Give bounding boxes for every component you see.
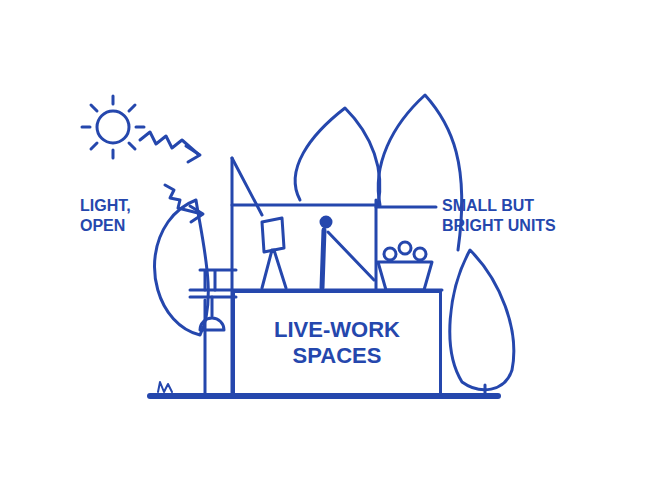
easel [262, 218, 286, 288]
roof-line [232, 204, 376, 207]
leader-line [376, 206, 436, 209]
left-tree [155, 200, 209, 335]
arrow-head [186, 146, 200, 162]
lamp-shade [200, 318, 224, 330]
grass [158, 382, 172, 392]
body [322, 230, 324, 288]
person-figure [321, 217, 374, 288]
sketch-note: SMALL BUT BRIGHT UNITS [442, 196, 567, 236]
sun-symbol [82, 96, 144, 158]
space-label: LIVE-WORK SPACES [267, 317, 407, 369]
right-tree [450, 250, 514, 390]
sun-rays [82, 96, 144, 158]
pendant-lamp [200, 297, 224, 330]
light-ray [140, 132, 198, 154]
sketch-note: LIGHT, OPEN [80, 196, 146, 236]
building-frame [190, 158, 442, 395]
trees [155, 95, 514, 395]
tree-trunk [204, 300, 207, 395]
plant [399, 242, 411, 254]
sun-disc [97, 111, 129, 143]
plant [414, 248, 426, 260]
plant [384, 248, 396, 260]
floor-box: LIVE-WORK SPACES [232, 290, 442, 396]
diagonal-brace [328, 232, 374, 280]
head [321, 217, 331, 227]
planter [378, 242, 432, 290]
easel-legs [262, 250, 286, 288]
wall [375, 200, 378, 290]
lamp-cord [211, 297, 214, 316]
canvas-board [262, 218, 284, 252]
back-tree [295, 108, 380, 205]
planter-box [378, 262, 432, 290]
light-arrows [140, 132, 203, 222]
railing [200, 270, 236, 290]
